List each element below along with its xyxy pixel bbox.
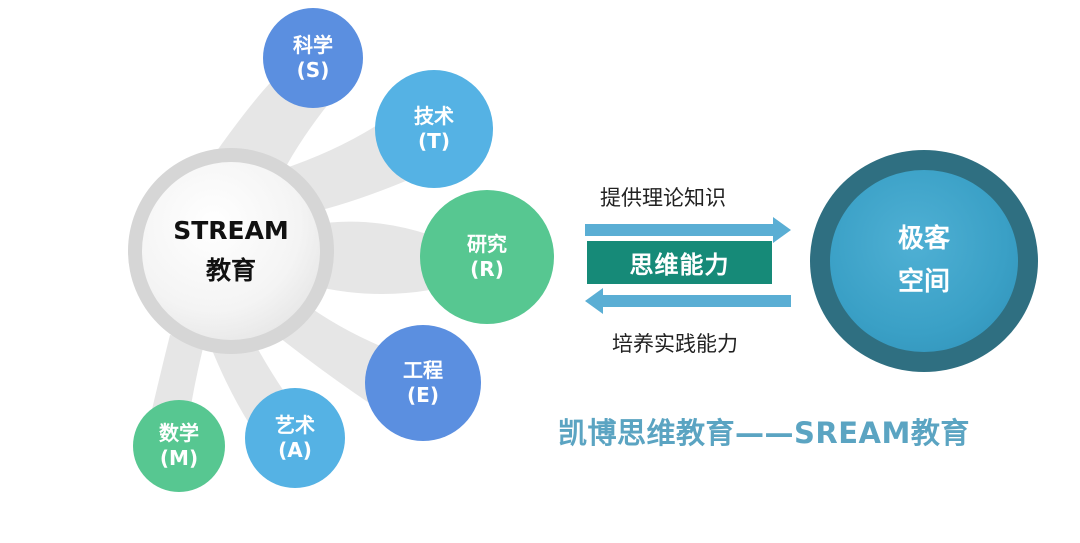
hub-title: STREAM — [173, 216, 289, 245]
hub-subtitle: 教育 — [205, 256, 256, 285]
node-technology-code: (T) — [418, 129, 450, 153]
thinking-ability-box: 思维能力 — [587, 241, 772, 284]
node-engineering-name: 工程 — [403, 358, 443, 382]
node-research-code: (R) — [470, 257, 504, 281]
arrow-left-icon — [585, 288, 791, 314]
node-math-code: (M) — [159, 446, 199, 470]
arrow-right-icon — [585, 217, 791, 243]
node-engineering-code: (E) — [407, 383, 439, 407]
flow-label-top: 提供理论知识 — [600, 186, 726, 210]
stream-hub-circle: STREAM 教育 — [128, 148, 334, 354]
node-technology: 技术 (T) — [375, 70, 493, 188]
node-research-name: 研究 — [467, 232, 507, 256]
node-technology-name: 技术 — [414, 104, 454, 128]
tagline: 凯博思维教育——SREAM教育 — [558, 416, 970, 450]
node-math-name: 数学 — [159, 421, 199, 445]
node-science-code: (S) — [296, 58, 330, 82]
node-art-code: (A) — [278, 438, 312, 462]
connector-math — [150, 335, 205, 418]
stream-hub-label: STREAM 教育 — [142, 162, 320, 340]
maker-space-line1: 极客 — [897, 224, 950, 255]
maker-space-line2: 空间 — [897, 267, 950, 297]
flow-label-bottom: 培养实践能力 — [612, 332, 738, 356]
node-research: 研究 (R) — [420, 190, 554, 324]
node-engineering: 工程 (E) — [365, 325, 481, 441]
connector-research — [310, 221, 430, 294]
node-art-name: 艺术 — [275, 413, 315, 437]
node-science: 科学 (S) — [263, 8, 363, 108]
node-math: 数学 (M) — [133, 400, 225, 492]
node-art: 艺术 (A) — [245, 388, 345, 488]
node-science-name: 科学 — [293, 33, 333, 57]
maker-space-label: 极客 空间 — [830, 170, 1018, 352]
maker-space-circle: 极客 空间 — [810, 150, 1038, 372]
